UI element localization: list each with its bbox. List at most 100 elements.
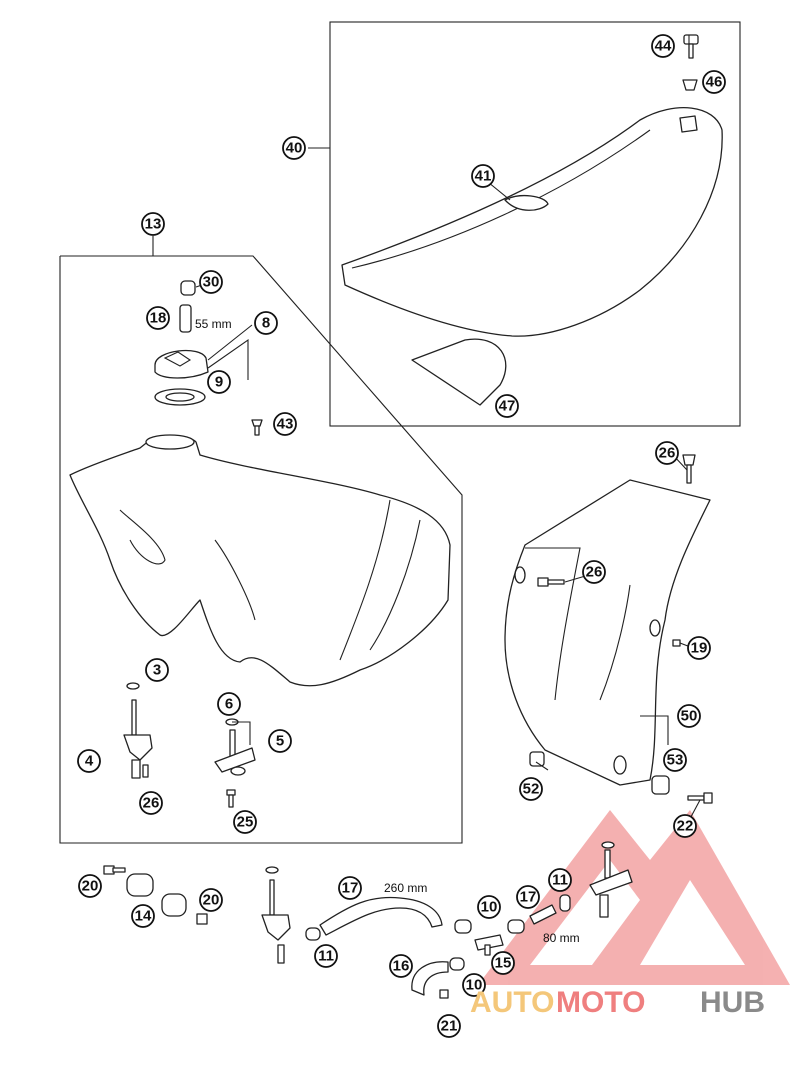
- callout-40: 40: [282, 136, 306, 160]
- callout-41: 41: [471, 164, 495, 188]
- svg-text:15: 15: [495, 955, 512, 972]
- svg-text:14: 14: [135, 908, 152, 925]
- svg-text:8: 8: [262, 315, 270, 332]
- callout-19: 19: [687, 636, 711, 660]
- svg-text:13: 13: [145, 216, 162, 233]
- svg-text:30: 30: [203, 274, 220, 291]
- svg-text:11: 11: [552, 872, 568, 889]
- tank-screw: [251, 419, 263, 436]
- tap-screw-25: [226, 789, 236, 808]
- svg-text:21: 21: [441, 1018, 458, 1035]
- svg-text:44: 44: [655, 38, 672, 55]
- callout-6: 6: [217, 692, 241, 716]
- svg-text:53: 53: [667, 752, 684, 769]
- fuel-tap-lower: [261, 866, 291, 964]
- callout-44: 44: [651, 34, 675, 58]
- tank-group-frame: [59, 255, 463, 844]
- callout-3: 3: [145, 658, 169, 682]
- bolt-20-left: [103, 865, 126, 875]
- dim-55mm: 55 mm: [195, 317, 232, 331]
- hose-clamp-10b: [507, 919, 525, 934]
- cap-insert: [180, 280, 196, 296]
- callout-16: 16: [389, 954, 413, 978]
- callout-50: 50: [677, 704, 701, 728]
- svg-text:10: 10: [481, 899, 498, 916]
- cover-screw-top: [682, 454, 696, 484]
- svg-text:6: 6: [225, 696, 233, 713]
- hose-connector-15: [474, 934, 504, 956]
- svg-text:19: 19: [691, 640, 708, 657]
- svg-text:HUB: HUB: [700, 986, 765, 1019]
- callout-20-left: 20: [78, 874, 102, 898]
- svg-text:50: 50: [681, 708, 698, 725]
- svg-text:43: 43: [277, 416, 294, 433]
- svg-text:4: 4: [85, 753, 94, 770]
- svg-text:17: 17: [520, 889, 537, 906]
- callout-21: 21: [437, 1014, 461, 1038]
- cap-gasket: [154, 388, 206, 406]
- cover-grommet-53: [651, 775, 670, 795]
- hose-clamp-11: [305, 927, 321, 941]
- callout-47: 47: [495, 394, 519, 418]
- svg-text:26: 26: [586, 564, 603, 581]
- callout-8: 8: [254, 311, 278, 335]
- dim-80mm: 80 mm: [543, 931, 580, 945]
- callout-11-right: 11: [548, 868, 572, 892]
- callout-18: 18: [146, 306, 170, 330]
- callout-52: 52: [519, 777, 543, 801]
- seat: [341, 107, 723, 337]
- fuel-hose-16: [411, 961, 449, 996]
- callout-26-top: 26: [655, 441, 679, 465]
- side-cover: [504, 479, 711, 786]
- callout-43: 43: [273, 412, 297, 436]
- svg-text:52: 52: [523, 781, 540, 798]
- fuel-tank: [69, 434, 451, 687]
- svg-text:18: 18: [150, 310, 167, 327]
- fuel-tap-right: [214, 718, 256, 776]
- seat-screw: [683, 34, 699, 59]
- callout-4: 4: [77, 749, 101, 773]
- rubber-spacer-a: [126, 873, 154, 897]
- callout-26-mid: 26: [582, 560, 606, 584]
- callout-17-left: 17: [338, 876, 362, 900]
- callout-30: 30: [199, 270, 223, 294]
- dim-260mm: 260 mm: [384, 881, 427, 895]
- callout-17-right: 17: [516, 885, 540, 909]
- callout-22: 22: [673, 814, 697, 838]
- cover-screw-19: [672, 639, 681, 647]
- svg-text:5: 5: [276, 733, 284, 750]
- callout-11-left: 11: [314, 944, 338, 968]
- svg-text:26: 26: [659, 445, 676, 462]
- callout-13: 13: [141, 212, 165, 236]
- svg-text:25: 25: [237, 814, 254, 831]
- filter-hose-55: [179, 304, 192, 333]
- svg-text:17: 17: [342, 880, 359, 897]
- hose-80: [529, 904, 557, 925]
- fuel-hose-260: [319, 896, 443, 936]
- svg-text:41: 41: [475, 168, 492, 185]
- svg-text:3: 3: [153, 662, 161, 679]
- clip-21: [439, 989, 449, 999]
- seat-washer: [682, 79, 698, 91]
- hose-clamp-11b: [559, 894, 571, 912]
- svg-text:AUTO: AUTO: [470, 986, 554, 1019]
- svg-text:40: 40: [286, 140, 303, 157]
- svg-text:26: 26: [143, 795, 160, 812]
- svg-text:47: 47: [499, 398, 516, 415]
- callout-10-low: 10: [462, 973, 486, 997]
- callout-9: 9: [207, 370, 231, 394]
- bolt-20-right: [196, 913, 208, 925]
- callout-14: 14: [131, 904, 155, 928]
- seat-group-frame: [329, 21, 741, 427]
- callout-15: 15: [491, 951, 515, 975]
- cover-grommet-52: [529, 751, 545, 767]
- svg-text:9: 9: [215, 374, 223, 391]
- fuel-tap-left: [123, 682, 153, 779]
- rubber-spacer-b: [161, 893, 187, 917]
- svg-text:10: 10: [466, 977, 483, 994]
- svg-text:11: 11: [318, 948, 334, 965]
- callout-20-right: 20: [199, 888, 223, 912]
- callout-53: 53: [663, 748, 687, 772]
- svg-text:MOTO: MOTO: [556, 986, 645, 1019]
